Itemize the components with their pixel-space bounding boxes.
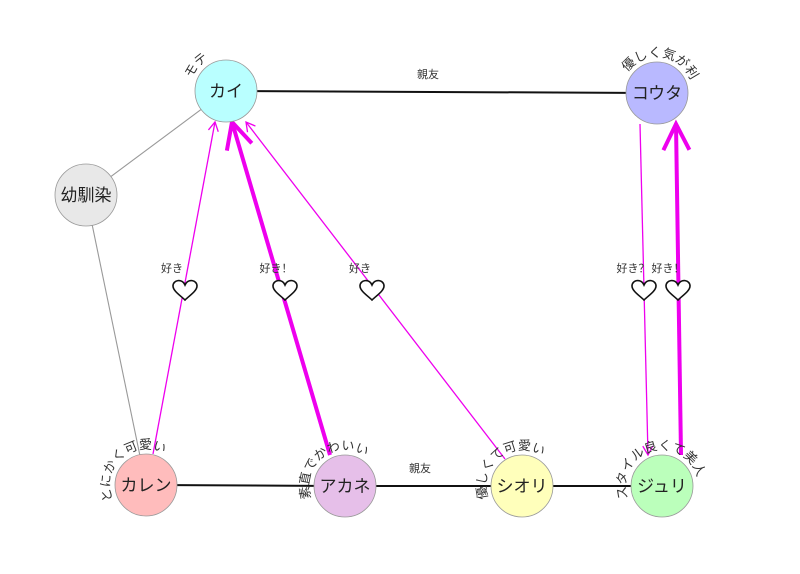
heart-icon [631,279,657,302]
node-circle[interactable] [490,454,554,518]
edge-akane-kai: 好き！ [224,117,332,456]
edge-label: 好き！ [260,261,293,275]
edge-kai-kouta: 親友 [256,67,627,94]
link-line [110,109,202,177]
node-label: シオリ [497,477,548,497]
node-label: 幼馴染 [61,186,112,206]
edge-label: 親友 [417,67,439,81]
node-circle[interactable] [194,59,258,123]
heart-icon [665,279,691,302]
edge-kai-osananajimi [110,109,202,177]
edge-label: 親友 [409,461,431,475]
node-circle[interactable] [54,163,118,227]
heart-icon [272,279,298,302]
node-note: 優しく気が利く [0,0,701,82]
heart-icon [359,279,385,302]
node-circle[interactable] [114,453,178,517]
arrowhead [245,120,256,133]
node-kai[interactable]: カイモテ男 [0,0,258,123]
edge-juri-kouta: 好き！ [652,119,692,456]
edge-label: 好き [349,261,371,275]
node-circle[interactable] [630,454,694,518]
node-label: アカネ [320,477,371,497]
node-circle[interactable] [313,454,377,518]
node-circle[interactable] [625,61,689,125]
heart-icon [172,279,198,302]
edge-label: 好き！ [652,261,685,275]
nodes-layer: カイモテ男コウタ優しく気が利く幼馴染カレンとにかく可愛いアカネ素直でかわいいシオ… [0,0,708,518]
node-label: カレン [121,476,172,496]
node-note-text: 優しく気が利く [0,0,701,82]
arrowhead [642,445,654,457]
node-label: コウタ [632,84,682,104]
friend-line [176,484,315,487]
edge-akane-shiori: 親友 [376,461,491,487]
node-kouta[interactable]: コウタ優しく気が利く [0,0,701,125]
node-osananajimi[interactable]: 幼馴染 [54,163,118,227]
edge-label: 好き？ [617,261,650,275]
node-label: カイ [209,82,243,102]
arrowhead [207,120,219,132]
node-label: ジュリ [637,477,687,497]
arrowhead [661,119,692,152]
edge-shiori-kai: 好き [245,120,506,460]
node-note: モテ男 [0,0,211,80]
edge-kouta-juri: 好き？ [617,123,657,457]
arrowhead [224,117,254,151]
edge-karen-kai: 好き [152,120,219,455]
node-note-text: モテ男 [0,0,211,80]
friend-line [256,90,627,94]
edge-karen-akane [176,484,315,487]
edges-layer: 親友親友好き好き！好き好き？好き！ [91,67,692,487]
link-line [91,225,141,455]
edge-osananajimi-karen [91,225,141,455]
edge-label: 好き [161,261,183,275]
